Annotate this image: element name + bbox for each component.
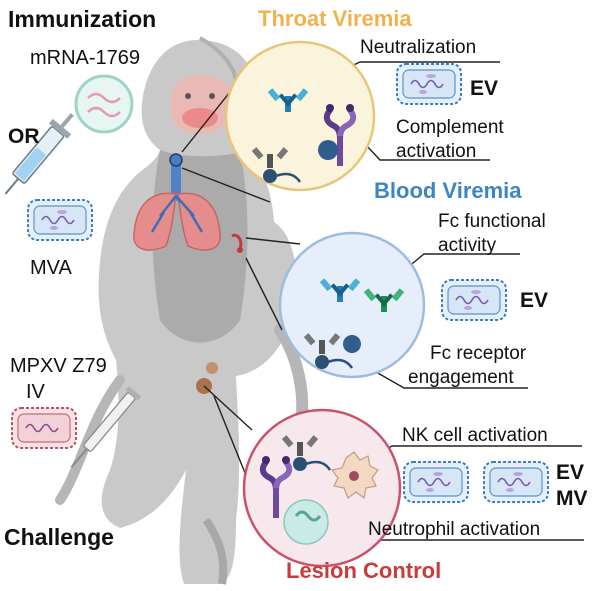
fc-receptor-label-2: engagement [408, 367, 514, 388]
lesion-ev-label: EV [556, 461, 585, 484]
virion-icon-lesion-mv [483, 461, 549, 503]
throat-ev-label: EV [470, 77, 499, 100]
throat-title: Throat Viremia [258, 6, 412, 31]
or-label: OR [8, 125, 40, 148]
virion-icon-mpxv [11, 407, 77, 449]
complement-label-1: Complement [396, 117, 504, 138]
injection-site-blood [231, 233, 243, 254]
lesion-panel [242, 408, 402, 568]
lesion-title: Lesion Control [286, 558, 442, 583]
challenge-label: Challenge [4, 524, 114, 550]
blood-title: Blood Viremia [374, 178, 522, 203]
immunization-label: Immunization [8, 6, 157, 32]
mrna-label: mRNA-1769 [30, 47, 141, 69]
neutrophil-icon [283, 499, 329, 545]
fc-receptor-label-1: Fc receptor [430, 343, 527, 364]
virion-icon-mva [27, 199, 93, 241]
lipid-nanoparticle-icon [74, 74, 134, 134]
nk-cell-icon [330, 451, 379, 500]
strain-label: MPXV Z79 [10, 355, 107, 377]
route-label: IV [26, 381, 45, 403]
neutrophil-activation-label: Neutrophil activation [368, 519, 541, 540]
syringe-icon-challenge [70, 386, 142, 468]
blood-ev-label: EV [520, 289, 549, 312]
nk-activation-label: NK cell activation [402, 425, 548, 446]
virion-icon-lesion-ev [403, 461, 469, 503]
lesion-mv-label: MV [556, 487, 588, 510]
complement-label-2: activation [396, 141, 477, 162]
fc-functional-label-1: Fc functional [438, 211, 546, 232]
fc-functional-label-2: activity [438, 235, 497, 256]
virion-icon-throat-ev [396, 63, 462, 105]
blood-panel [278, 231, 426, 379]
syringe-icon [4, 113, 74, 195]
lungs-icon [133, 153, 221, 251]
neutralization-label: Neutralization [360, 37, 477, 58]
mva-label: MVA [30, 257, 72, 279]
throat-panel [224, 40, 376, 192]
virion-icon-blood-ev [441, 279, 507, 321]
